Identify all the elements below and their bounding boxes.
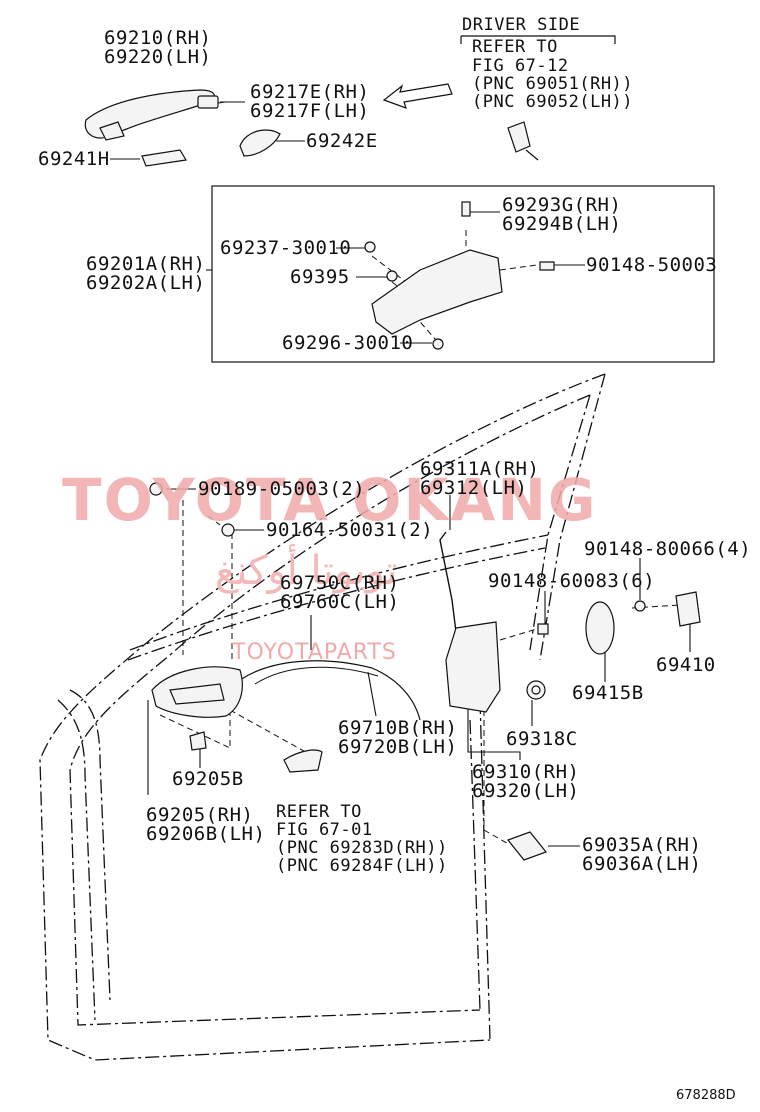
door-belt-line (129, 534, 549, 651)
watermark-sub: TOYOTAPARTS (232, 640, 397, 665)
handle-gasket (141, 149, 187, 167)
door-outer-outline (39, 373, 606, 1061)
refer-bottom-4: (PNC 69284F(LH)) (276, 856, 448, 876)
handle-cap (197, 95, 219, 109)
lock-rod (439, 531, 457, 633)
driver-side-ref-2: FIG 67-12 (472, 56, 569, 76)
label-69410: 69410 (656, 654, 716, 676)
label-69293G: 69293G(RH) (502, 194, 622, 216)
door-rear-edge (479, 699, 491, 1041)
cable (239, 660, 421, 721)
label-69202A: 69202A(LH) (86, 272, 206, 294)
label-69720B: 69720B(LH) (338, 736, 458, 758)
handle-frame (371, 249, 503, 335)
driver-side-title: DRIVER SIDE (462, 15, 581, 35)
label-69750C: 69750C(RH) (280, 572, 400, 594)
lock-cover (507, 831, 547, 861)
striker-cover (585, 601, 615, 655)
watermark-arabic: تويوتا أوكنغ (215, 548, 398, 594)
label-69296: 69296-30010 (282, 332, 414, 354)
label-69205B: 69205B (172, 768, 244, 790)
label-90148-60083: 90148-60083(6) (488, 570, 656, 592)
refer-bottom-3: (PNC 69283D(RH)) (276, 838, 448, 858)
label-69395: 69395 (290, 266, 350, 288)
label-69318C: 69318C (506, 728, 578, 750)
door-striker (675, 591, 701, 627)
window-frame-outer (539, 373, 606, 661)
label-69242E: 69242E (306, 130, 378, 152)
driver-side-ref-1: REFER TO (472, 37, 558, 57)
label-90164: 90164-50031(2) (266, 519, 434, 541)
door-inner-outline (69, 394, 591, 1026)
lock-cylinder (507, 121, 531, 153)
figure-code: 678288D (676, 1088, 736, 1103)
label-69312: 69312(LH) (420, 477, 528, 499)
label-69760C: 69760C(LH) (280, 591, 400, 613)
label-90189: 90189-05003(2) (198, 478, 366, 500)
watermark-main: TOYOTA OKANG (62, 466, 598, 534)
label-90148-80066: 90148-80066(4) (584, 538, 752, 560)
label-90148-50003: 90148-50003 (586, 254, 718, 276)
door-panel-curve (69, 689, 111, 1001)
arrow-outline (382, 83, 453, 109)
label-69217E: 69217E(RH) (250, 81, 370, 103)
refer-bottom-1: REFER TO (276, 802, 362, 822)
label-69320: 69320(LH) (472, 780, 580, 802)
label-69220: 69220(LH) (104, 46, 212, 68)
label-69035A: 69035A(RH) (582, 834, 702, 856)
refer-bottom-2: FIG 67-01 (276, 820, 373, 840)
door-lock-assembly (445, 621, 501, 713)
label-69205: 69205(RH) (146, 804, 254, 826)
label-69210: 69210(RH) (104, 27, 212, 49)
label-69201A: 69201A(RH) (86, 253, 206, 275)
door-panel-curve-2 (57, 699, 96, 1021)
label-69710B: 69710B(RH) (338, 717, 458, 739)
label-69036A: 69036A(LH) (582, 853, 702, 875)
label-69311A: 69311A(RH) (420, 458, 540, 480)
label-69217F: 69217F(LH) (250, 100, 370, 122)
subassembly-box (211, 185, 715, 363)
label-69206B: 69206B(LH) (146, 823, 266, 845)
handle-pad (239, 129, 281, 157)
label-69241H: 69241H (38, 148, 110, 170)
driver-side-ref-3: (PNC 69051(RH)) (472, 74, 634, 94)
label-69294B: 69294B(LH) (502, 213, 622, 235)
label-69415B: 69415B (572, 682, 644, 704)
driver-side-ref-4: (PNC 69052(LH)) (472, 92, 634, 112)
label-69310: 69310(RH) (472, 761, 580, 783)
door-rear-edge-2 (469, 719, 481, 1011)
label-69237: 69237-30010 (220, 237, 352, 259)
